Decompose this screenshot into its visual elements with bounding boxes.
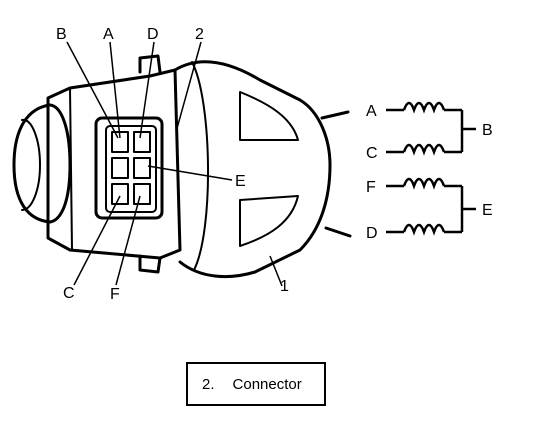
label-a: A — [103, 26, 114, 43]
schematic-label-e: E — [482, 202, 493, 219]
caption-number: 2. — [202, 375, 215, 393]
caption-text: Connector — [232, 375, 302, 393]
label-f: F — [110, 286, 120, 303]
schematic-label-b: B — [482, 122, 493, 139]
label-c: C — [63, 285, 75, 302]
callout-labels: B A D 2 E C F 1 — [56, 26, 289, 303]
caption-box: 2. Connector — [186, 362, 326, 406]
label-1: 1 — [280, 278, 289, 295]
coil-schematic — [386, 101, 476, 236]
label-b: B — [56, 26, 67, 43]
schematic-label-d: D — [366, 225, 378, 242]
schematic-label-f: F — [366, 179, 376, 196]
schematic-labels: A C F D B E — [366, 103, 493, 242]
label-2: 2 — [195, 26, 204, 43]
schematic-label-c: C — [366, 145, 378, 162]
leader-lines — [66, 41, 283, 287]
schematic-label-a: A — [366, 103, 377, 120]
label-d: D — [147, 26, 159, 43]
label-e: E — [235, 173, 246, 190]
connector-body-drawing — [12, 54, 352, 279]
